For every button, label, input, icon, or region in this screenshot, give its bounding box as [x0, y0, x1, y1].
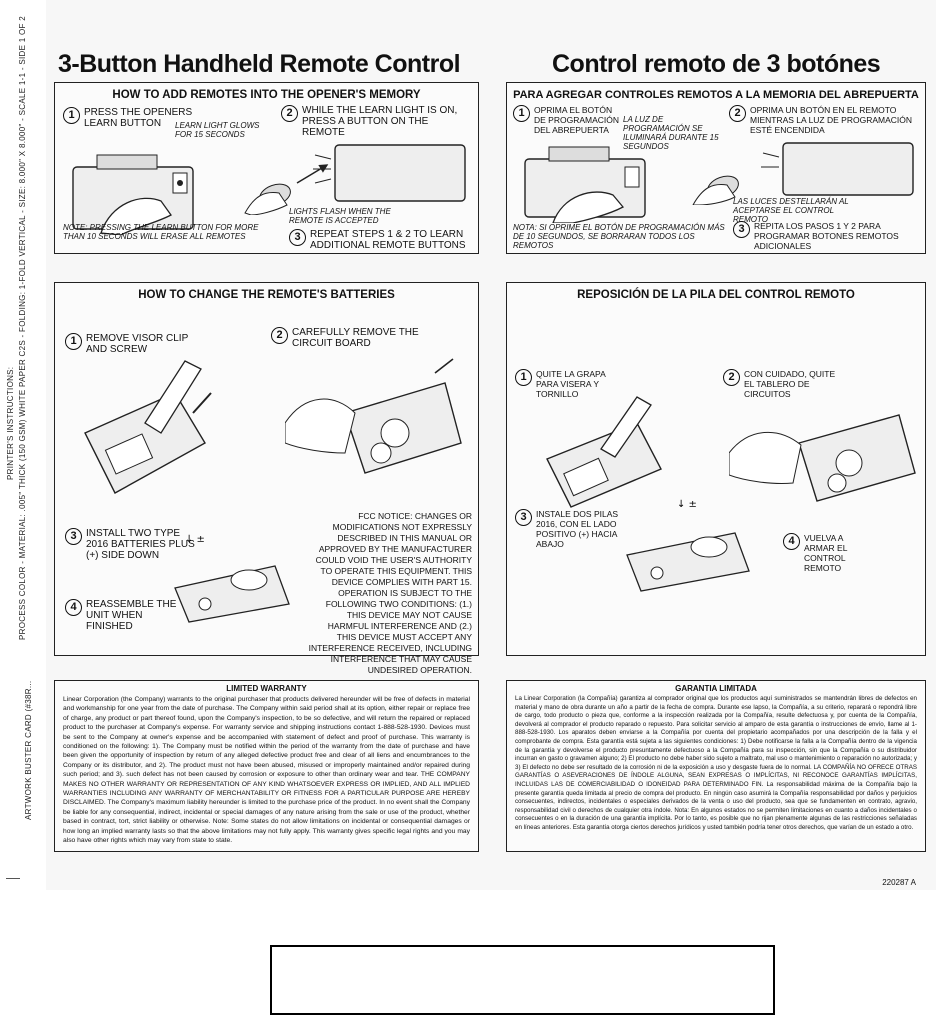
- trim-mark: [6, 878, 20, 879]
- english-warranty-title: LIMITED WARRANTY: [226, 684, 307, 693]
- spanish-warranty-title: GARANTIA LIMITADA: [675, 684, 757, 693]
- remote-visor-clip-illustration-es: [546, 396, 662, 508]
- english-learn-note: LEARN LIGHT GLOWS FOR 15 SECONDS: [175, 121, 260, 139]
- spanish-batteries-title: REPOSICIÓN DE LA PILA DEL CONTROL REMOTO: [577, 289, 855, 301]
- printer-instructions-specs: PROCESS COLOR - MATERIAL: .005" THICK (1…: [18, 15, 27, 640]
- opener-learn-button-illustration: [72, 154, 194, 235]
- english-batteries-title: HOW TO CHANGE THE REMOTE'S BATTERIES: [138, 289, 395, 301]
- step-number-3: 3: [289, 229, 306, 246]
- spanish-lights-note: LAS LUCES DESTELLARÁN AL ACEPTARSE EL CO…: [733, 197, 849, 224]
- remote-and-opener-illustration-es: [692, 142, 914, 205]
- spanish-warranty-box: GARANTIA LIMITADA La Linear Corporation …: [506, 680, 926, 852]
- english-erase-note: NOTE: PRESSING THE LEARN BUTTON FOR MORE…: [63, 223, 259, 241]
- english-warranty-box: LIMITED WARRANTY Linear Corporation (the…: [54, 680, 479, 852]
- spanish-add-remotes-box: PARA AGREGAR CONTROLES REMOTOS A LA MEMO…: [506, 82, 926, 254]
- spanish-learn-note: LA LUZ DE PROGRAMACIÓN SE ILUMINARÁ DURA…: [623, 115, 719, 151]
- english-heading: 3-Button Handheld Remote Control: [58, 50, 461, 78]
- printer-instructions-title: PRINTER'S INSTRUCTIONS:: [6, 366, 15, 480]
- blank-label-box: [270, 945, 775, 1015]
- spanish-heading: Control remoto de 3 botónes: [552, 50, 881, 78]
- spanish-batteries-box: REPOSICIÓN DE LA PILA DEL CONTROL REMOTO…: [506, 282, 926, 656]
- english-add-remotes-box: HOW TO ADD REMOTES INTO THE OPENER'S MEM…: [54, 82, 479, 254]
- english-warranty-text: Linear Corporation (the Company) warrant…: [63, 696, 470, 845]
- battery-install-illustration: ↓ ±: [174, 534, 290, 623]
- spanish-add-remotes-title: PARA AGREGAR CONTROLES REMOTOS A LA MEMO…: [513, 89, 919, 101]
- artwork-label: ARTWORK BUSTER CARD (#38R...: [24, 680, 33, 820]
- printer-instructions: PRINTER'S INSTRUCTIONS: PROCESS COLOR - …: [0, 0, 46, 890]
- circuit-board-removal-illustration: [285, 358, 462, 474]
- battery-install-illustration-es: ↓ ±: [626, 499, 750, 592]
- instruction-sheet: 3-Button Handheld Remote Control HOW TO …: [46, 0, 936, 890]
- english-lights-note: LIGHTS FLASH WHEN THE REMOTE IS ACCEPTED: [289, 207, 391, 225]
- spanish-erase-note: NOTA: SI OPRIME EL BOTÓN DE PROGRAMACIÓN…: [513, 223, 725, 250]
- circuit-board-removal-illustration-es: [729, 414, 916, 502]
- step-number-1: 1: [63, 107, 80, 124]
- svg-text:↓ ±: ↓ ±: [185, 534, 205, 545]
- spanish-warranty-text: La Linear Corporation (la Compañía) gara…: [515, 695, 917, 831]
- svg-text:↓ ±: ↓ ±: [677, 499, 697, 510]
- step-number-2: 2: [281, 105, 298, 122]
- english-add-remotes-title: HOW TO ADD REMOTES INTO THE OPENER'S MEM…: [112, 89, 421, 101]
- remote-visor-clip-illustration: [84, 360, 212, 494]
- remote-and-opener-illustration: [244, 144, 466, 215]
- fcc-notice: FCC NOTICE: CHANGES OR MODIFICATIONS NOT…: [308, 511, 472, 675]
- opener-learn-button-illustration-es: [524, 146, 646, 223]
- document-code: 220287 A: [882, 878, 916, 887]
